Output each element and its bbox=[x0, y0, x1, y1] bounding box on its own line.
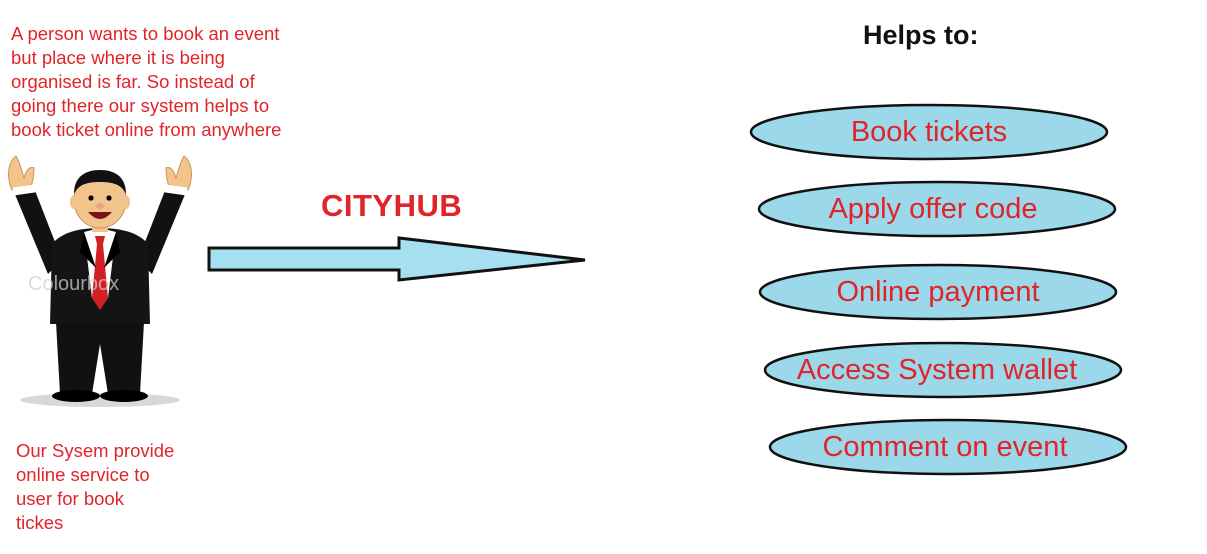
mouth bbox=[88, 212, 112, 219]
feature-comment-on-event: Comment on event bbox=[767, 417, 1129, 477]
feature-label: Book tickets bbox=[850, 116, 1008, 148]
person-shadow bbox=[20, 393, 180, 407]
feature-ellipse bbox=[768, 418, 1128, 476]
feature-access-system-wallet: Access System wallet bbox=[762, 340, 1124, 400]
feature-label: Access System wallet bbox=[796, 354, 1078, 386]
helps-heading: Helps to: bbox=[863, 20, 979, 50]
tie bbox=[92, 236, 108, 310]
right-arm bbox=[138, 188, 186, 274]
footer-note: Our Sysem provide online service to user… bbox=[16, 440, 175, 533]
right-hand bbox=[165, 155, 192, 195]
brand-title: CITYHUB bbox=[321, 188, 463, 223]
legs bbox=[56, 322, 144, 394]
hair bbox=[74, 170, 126, 194]
feature-apply-offer-code: Apply offer code bbox=[756, 179, 1118, 239]
feature-ellipse bbox=[749, 103, 1109, 161]
feature-ellipse bbox=[763, 341, 1123, 399]
feature-online-payment: Online payment bbox=[757, 262, 1119, 322]
intro-text: A person wants to book an event but plac… bbox=[11, 23, 282, 140]
feature-ellipse bbox=[757, 180, 1117, 238]
feature-book-tickets: Book tickets bbox=[748, 102, 1110, 162]
watermark: Colourbox bbox=[28, 273, 119, 295]
feature-label: Online payment bbox=[836, 276, 1040, 308]
feature-label: Apply offer code bbox=[828, 193, 1038, 225]
feature-label: Comment on event bbox=[822, 431, 1068, 463]
person-illustration: Colourbox bbox=[8, 155, 192, 407]
flow-arrow bbox=[207, 236, 586, 282]
left-arm bbox=[14, 188, 62, 274]
left-hand bbox=[8, 155, 35, 195]
feature-ellipse bbox=[758, 263, 1118, 321]
